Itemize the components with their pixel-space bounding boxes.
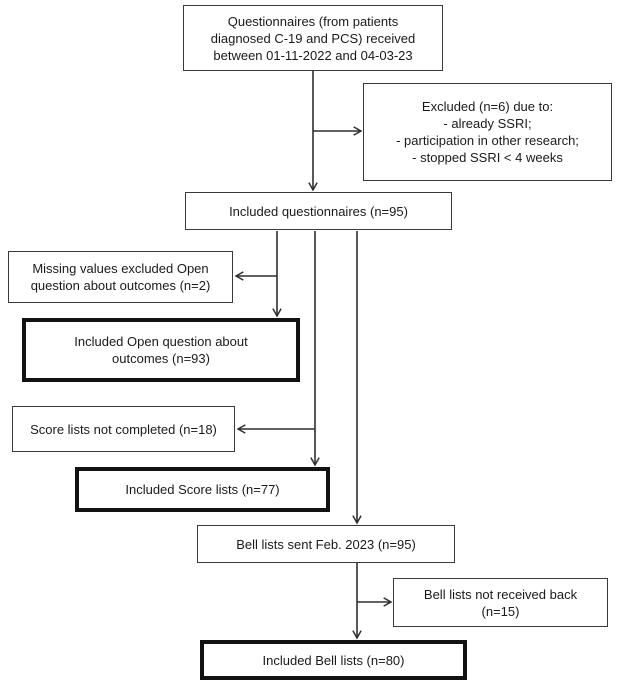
text-line: (n=15) (481, 603, 520, 619)
box-text: Included Score lists (n=77) (79, 481, 326, 498)
box-score-lists-not-completed: Score lists not completed (n=18) (12, 406, 235, 452)
box-excluded: Excluded (n=6) due to: - already SSRI; -… (363, 83, 612, 181)
text-line: Questionnaires (from patients (227, 13, 399, 29)
text-line: Bell lists sent Feb. 2023 (n=95) (236, 536, 416, 552)
box-text: Questionnaires (from patients diagnosed … (184, 13, 442, 64)
box-text: Missing values excluded Open question ab… (9, 260, 232, 294)
text-line: Bell lists not received back (423, 586, 578, 602)
box-bell-lists-not-received: Bell lists not received back (n=15) (393, 578, 608, 627)
box-included-questionnaires: Included questionnaires (n=95) (185, 192, 452, 230)
box-text: Included Bell lists (n=80) (204, 652, 463, 669)
box-text: Included Open question about outcomes (n… (26, 333, 296, 367)
text-line: Included Open question about (74, 334, 248, 349)
text-line: Score lists not completed (n=18) (30, 421, 217, 437)
text-line: diagnosed C-19 and PCS) received (210, 30, 416, 46)
text-line: question about outcomes (n=2) (30, 278, 211, 293)
box-text: Bell lists not received back (n=15) (394, 586, 607, 620)
text-line: - stopped SSRI < 4 weeks (412, 150, 563, 165)
text-line: Included questionnaires (n=95) (229, 203, 408, 219)
box-text: Score lists not completed (n=18) (13, 421, 234, 438)
text-line: Missing values excluded Open (32, 261, 209, 276)
text-line: - already SSRI; (443, 116, 532, 131)
text-line: Included Score lists (n=77) (125, 482, 280, 497)
text-line: outcomes (n=93) (112, 351, 210, 366)
box-included-open-question: Included Open question about outcomes (n… (22, 318, 300, 382)
box-included-bell-lists: Included Bell lists (n=80) (200, 640, 467, 680)
text-line: Excluded (n=6) due to: (421, 99, 554, 114)
box-text: Included questionnaires (n=95) (186, 203, 451, 220)
box-bell-lists-sent: Bell lists sent Feb. 2023 (n=95) (197, 525, 455, 563)
box-text: Bell lists sent Feb. 2023 (n=95) (198, 536, 454, 553)
box-text: Excluded (n=6) due to: - already SSRI; -… (364, 98, 611, 166)
text-line: Included Bell lists (n=80) (262, 652, 405, 668)
box-missing-values-excluded: Missing values excluded Open question ab… (8, 251, 233, 303)
text-line: - participation in other research; (396, 133, 579, 148)
box-questionnaires-received: Questionnaires (from patients diagnosed … (183, 5, 443, 71)
box-included-score-lists: Included Score lists (n=77) (75, 467, 330, 512)
text-line: between 01-11-2022 and 04-03-23 (213, 47, 413, 63)
